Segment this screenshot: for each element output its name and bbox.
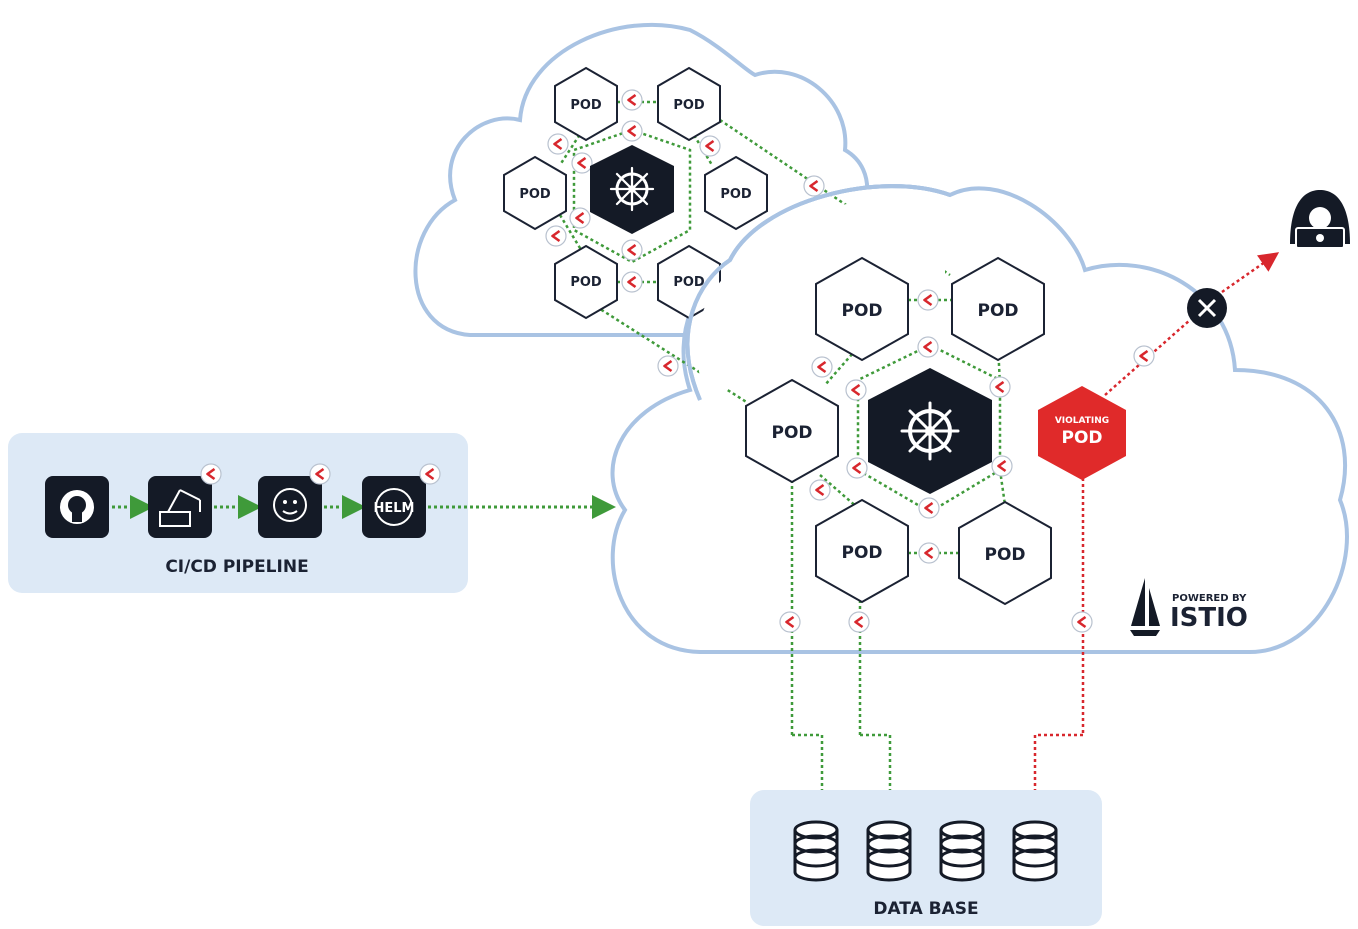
pod[interactable]: POD [745, 378, 839, 484]
shield-badge-icon [1070, 610, 1094, 634]
large-k8s-hub [868, 368, 992, 494]
violating-pod-label: POD [1061, 428, 1102, 448]
shield-badge-icon [802, 174, 826, 198]
shield-badge-icon [845, 456, 869, 480]
istio-name: ISTIO [1170, 603, 1248, 633]
kubernetes-helm-wheel-icon [609, 166, 655, 212]
block-x-icon [1187, 288, 1227, 328]
shield-badge-icon [778, 610, 802, 634]
pod-label: POD [977, 301, 1018, 321]
shield-badge-icon [844, 378, 868, 402]
shield-badge-icon [199, 462, 223, 486]
shield-badge-icon [917, 496, 941, 520]
pod-label: POD [841, 543, 882, 563]
shield-badge-icon [916, 288, 940, 312]
pod[interactable]: POD [815, 256, 909, 362]
shield-badge-icon [570, 151, 594, 175]
small-k8s-hub [590, 145, 674, 234]
istio-powered-by: POWERED BY [1172, 593, 1247, 604]
pod-label: POD [841, 301, 882, 321]
shield-badge-icon [698, 134, 722, 158]
shield-badge-icon [568, 206, 592, 230]
shield-badge-icon [808, 478, 832, 502]
shield-badge-icon [418, 462, 442, 486]
shield-badge-icon [916, 335, 940, 359]
pod-label: POD [673, 275, 705, 290]
jenkins-icon [273, 488, 307, 522]
istio-sail-icon [1130, 578, 1160, 636]
shield-badge-icon [847, 610, 871, 634]
helm-label: HELM [374, 501, 415, 516]
github-tile[interactable] [45, 476, 109, 538]
pod-label: POD [570, 98, 602, 113]
pod[interactable]: POD [503, 155, 567, 231]
pod-label: POD [519, 187, 551, 202]
istio-logo: POWERED BY ISTIO [1130, 578, 1248, 636]
shield-badge-icon [620, 270, 644, 294]
violating-pod[interactable]: VIOLATING POD [1038, 386, 1126, 480]
shield-badge-icon [988, 375, 1012, 399]
pod-label: POD [984, 545, 1025, 565]
database-icon [793, 820, 839, 882]
pod[interactable]: POD [554, 66, 618, 142]
database-icon [866, 820, 912, 882]
pipeline-title: CI/CD PIPELINE [165, 557, 308, 577]
shield-badge-icon [656, 354, 680, 378]
database-group [793, 820, 1058, 882]
shield-badge-icon [308, 462, 332, 486]
database-panel [750, 790, 1102, 926]
pod[interactable]: POD [951, 256, 1045, 362]
shield-badge-icon [620, 238, 644, 262]
helm-tile[interactable]: HELM [362, 476, 426, 538]
shield-badge-icon [620, 119, 644, 143]
shield-badge-icon [544, 224, 568, 248]
crane-tile[interactable] [148, 476, 212, 538]
pod[interactable]: POD [554, 244, 618, 320]
database-icon [1012, 820, 1058, 882]
shield-badge-icon [1132, 344, 1156, 368]
shield-badge-icon [917, 541, 941, 565]
pod-label: POD [771, 423, 812, 443]
pod-label: POD [673, 98, 705, 113]
pod-label: POD [720, 187, 752, 202]
shield-badge-icon [620, 88, 644, 112]
shield-badge-icon [990, 454, 1014, 478]
pod[interactable]: POD [657, 66, 721, 142]
shield-badge-icon [810, 355, 834, 379]
crane-icon [159, 489, 201, 527]
jenkins-tile[interactable] [258, 476, 322, 538]
kubernetes-helm-wheel-icon [900, 401, 960, 461]
shield-badge-icon [546, 132, 570, 156]
pod-label: POD [570, 275, 602, 290]
violating-pod-label-top: VIOLATING [1055, 416, 1109, 426]
pod[interactable]: POD [958, 500, 1052, 606]
database-icon [939, 820, 985, 882]
database-title: DATA BASE [873, 899, 978, 919]
pod[interactable]: POD [704, 155, 768, 231]
pod[interactable]: POD [815, 498, 909, 604]
hacker-icon [1290, 190, 1350, 249]
